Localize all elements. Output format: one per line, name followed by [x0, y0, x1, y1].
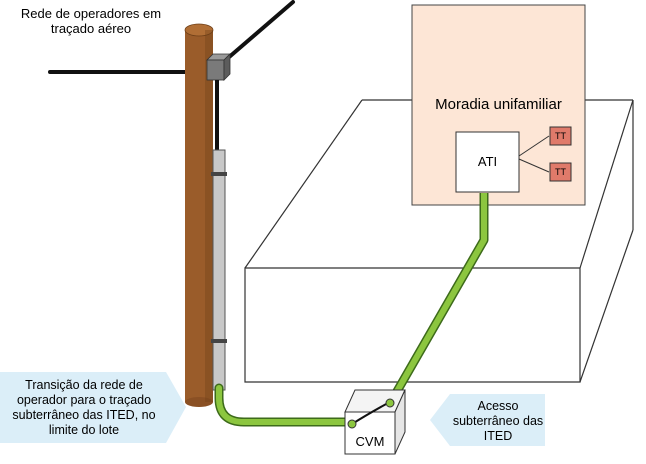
lot-box	[244, 99, 634, 383]
ati-label: ATI	[477, 154, 498, 169]
tt-box-top	[549, 126, 572, 146]
transition-note-text: Transição da rede de operador para o tra…	[12, 378, 156, 437]
underground-access-text: Acesso subterrâneo das ITED	[452, 398, 544, 443]
house-title: Moradia unifamiliar	[435, 96, 562, 113]
tt-label-bottom: TT	[555, 167, 566, 177]
aerial-network-label: Rede de operadores em traçado aéreo	[20, 6, 162, 36]
ati-tt-line-bottom	[518, 158, 550, 173]
transition-callout-shape	[0, 372, 186, 443]
tt-label-top: TT	[555, 131, 566, 141]
pole-junction-box	[206, 53, 231, 81]
access-callout-shape	[430, 394, 545, 446]
ati-box	[455, 131, 520, 193]
green-cable-to-cvm	[214, 383, 357, 427]
tt-box-bottom	[549, 162, 572, 182]
cvm-label: CVM	[355, 434, 385, 449]
wooden-pole	[184, 23, 214, 407]
ati-tt-line-top	[518, 135, 550, 157]
conduit-clamp-bottom	[211, 339, 227, 343]
conduit-clamp-top	[211, 172, 227, 176]
transition-note: Transição da rede de operador para o tra…	[4, 374, 164, 442]
underground-access-note: Acesso subterrâneo das ITED	[452, 396, 544, 446]
grey-conduit	[212, 149, 226, 391]
cvm-box	[344, 389, 406, 455]
